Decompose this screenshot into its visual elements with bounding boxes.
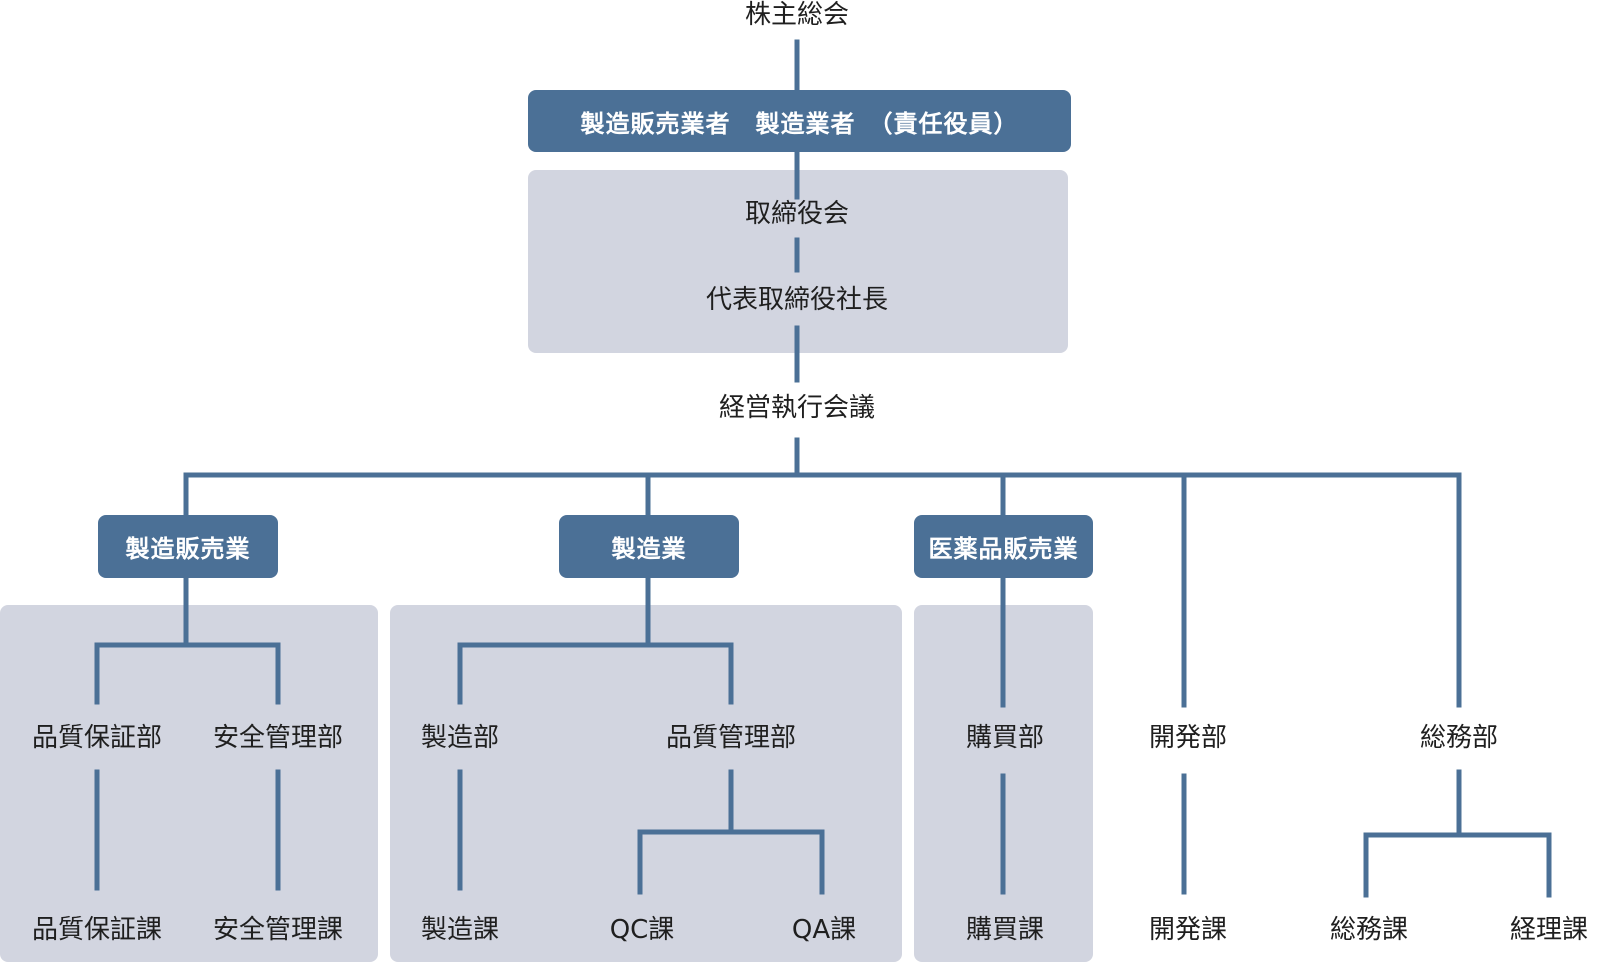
- sec-manufacturing: 製造課: [420, 915, 500, 945]
- sec-qc: QC課: [609, 915, 675, 945]
- shareholders-meeting: 株主総会: [744, 0, 850, 30]
- dept-quality-assurance: 品質保証部: [31, 723, 163, 753]
- sec-accounting: 経理課: [1509, 915, 1589, 945]
- dept-safety-management: 安全管理部: [212, 723, 344, 753]
- responsible-officer-box: 製造販売業者 製造業者 （責任役員）: [528, 90, 1071, 152]
- division-mfg: 製造業: [559, 515, 739, 578]
- sec-general-affairs: 総務課: [1329, 915, 1409, 945]
- mfg-panel: [390, 605, 902, 962]
- mfg-sales-panel: [0, 605, 378, 962]
- sec-safety-management: 安全管理課: [212, 915, 344, 945]
- board-of-directors: 取締役会: [744, 199, 850, 229]
- executive-council: 経営執行会議: [718, 393, 876, 423]
- sec-quality-assurance: 品質保証課: [31, 915, 163, 945]
- dept-quality-control: 品質管理部: [665, 723, 797, 753]
- sec-purchasing: 購買課: [965, 915, 1045, 945]
- division-mfg-sales: 製造販売業: [98, 515, 278, 578]
- dept-general-affairs: 総務部: [1419, 723, 1499, 753]
- dept-manufacturing: 製造部: [420, 723, 500, 753]
- dept-purchasing: 購買部: [965, 723, 1045, 753]
- sec-development: 開発課: [1148, 915, 1228, 945]
- dept-development: 開発部: [1148, 723, 1228, 753]
- division-pharma-sales: 医薬品販売業: [914, 515, 1093, 578]
- president: 代表取締役社長: [705, 285, 889, 315]
- sec-qa: QA課: [791, 915, 857, 945]
